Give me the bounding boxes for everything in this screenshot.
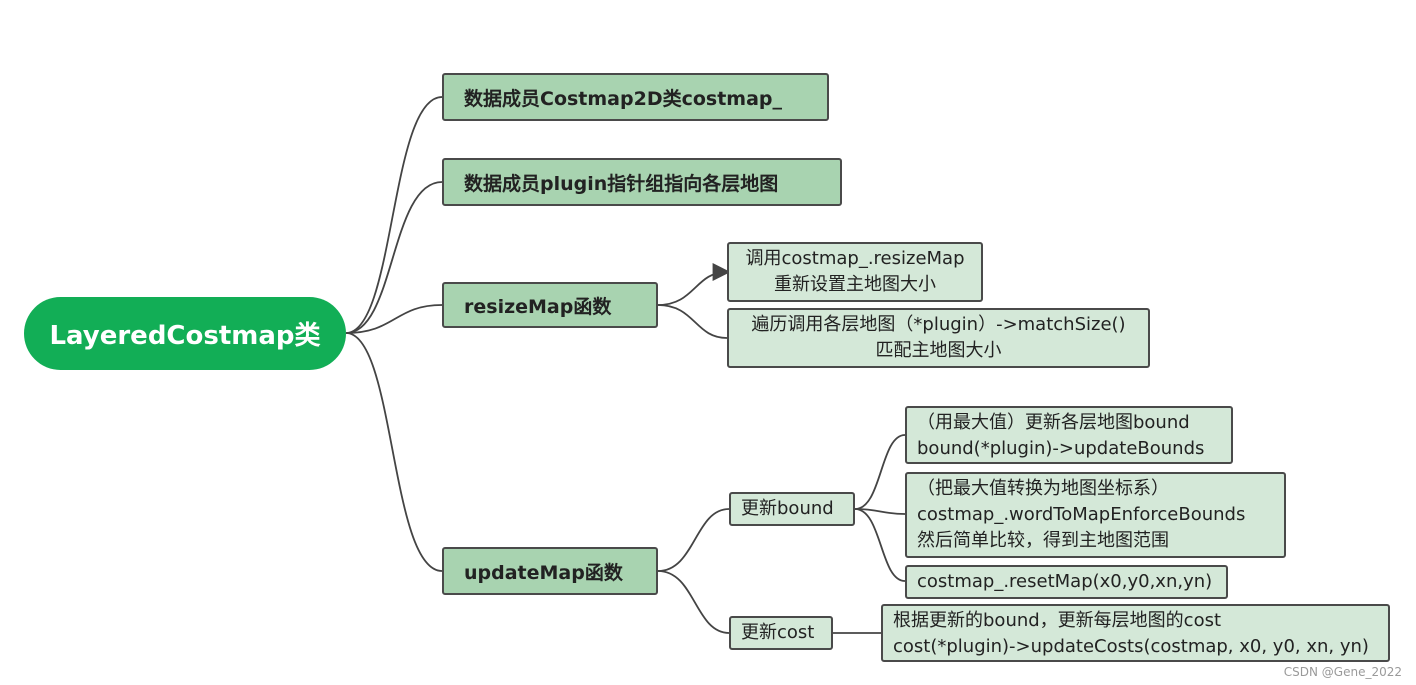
edge-resize-child2 [657, 304, 728, 339]
edge-root-plugin [345, 181, 443, 334]
node-text-line: 重新设置主地图大小 [774, 274, 936, 295]
node-text-line: costmap_.wordToMapEnforceBounds [917, 504, 1246, 525]
edge-update-cost [657, 570, 730, 634]
edge-bound-child3 [854, 508, 906, 582]
edge-update-bound [657, 508, 730, 572]
node-resize-call: 调用costmap_.resizeMap 重新设置主地图大小 [727, 242, 983, 302]
node-text-line: （把最大值转换为地图坐标系） [917, 478, 1169, 499]
node-update-cost: 更新cost [729, 616, 833, 650]
node-text-line: 匹配主地图大小 [875, 340, 1002, 361]
node-update-bound: 更新bound [729, 492, 855, 526]
node-text-line: bound(*plugin)->updateBounds [917, 438, 1205, 459]
node-plugin-member: 数据成员plugin指针组指向各层地图 [442, 158, 842, 206]
node-text-line: cost(*plugin)->updateCosts(costmap, x0, … [893, 636, 1369, 657]
edge-root-resize [345, 304, 443, 334]
node-bound-convert: （把最大值转换为地图坐标系） costmap_.wordToMapEnforce… [905, 472, 1286, 558]
node-resize-iterate: 遍历调用各层地图（*plugin）->matchSize() 匹配主地图大小 [727, 308, 1150, 368]
root-node: LayeredCostmap类 [24, 297, 346, 370]
node-cost-update: 根据更新的bound，更新每层地图的cost cost(*plugin)->up… [881, 604, 1390, 662]
node-bound-reset: costmap_.resetMap(x0,y0,xn,yn) [905, 565, 1228, 599]
edge-resize-child1 [657, 263, 731, 306]
node-text-line: 调用costmap_.resizeMap [745, 248, 965, 269]
node-text-line: costmap_.resetMap(x0,y0,xn,yn) [917, 571, 1213, 592]
node-costmap-member: 数据成员Costmap2D类costmap_ [442, 73, 829, 121]
node-text-line: 根据更新的bound，更新每层地图的cost [893, 610, 1222, 631]
edge-root-update [345, 332, 443, 572]
node-resizemap: resizeMap函数 [442, 282, 658, 328]
node-text-line: 遍历调用各层地图（*plugin）->matchSize() [751, 314, 1126, 335]
node-bound-update-layers: （用最大值）更新各层地图bound bound(*plugin)->update… [905, 406, 1233, 464]
watermark-text: CSDN @Gene_2022 [1283, 665, 1402, 679]
node-updatemap: updateMap函数 [442, 547, 658, 595]
node-text-line: （用最大值）更新各层地图bound [917, 412, 1190, 433]
edge-bound-child2 [854, 508, 906, 515]
edge-root-costmap [345, 96, 443, 334]
edge-bound-child1 [854, 434, 906, 510]
node-text-line: 然后简单比较，得到主地图范围 [917, 530, 1169, 551]
